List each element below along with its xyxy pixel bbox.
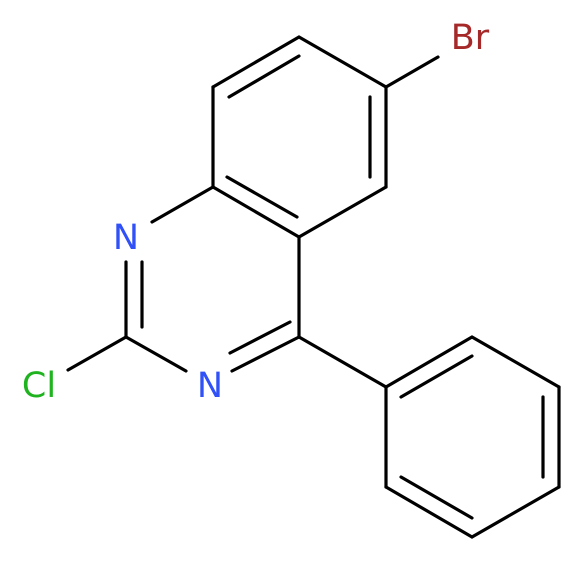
bond-n3-c4: [230, 335, 301, 373]
bonds: [66, 35, 561, 539]
bond-ph2-ph3: [470, 335, 561, 389]
bond-ph1-ph2: [384, 335, 474, 389]
bond-c5-c4a: [211, 185, 301, 239]
atom-n1: N: [113, 218, 139, 258]
atom-n3: N: [197, 366, 223, 406]
bond-c2-cl: [66, 335, 128, 372]
bond-ph4-ph5: [470, 485, 561, 539]
bond-c8a-c8: [211, 35, 301, 89]
bond-c6-c5: [297, 185, 388, 239]
bond-c4-phenyl: [297, 335, 388, 389]
bond-c7-br: [384, 55, 440, 89]
bond-n3-c4-inner: [228, 320, 292, 355]
bond-c5-c4a-inner: [225, 175, 299, 219]
atom-br: Br: [451, 18, 490, 58]
bond-c8a-c8-inner: [227, 54, 301, 99]
bond-ph5-ph6-inner: [399, 475, 474, 520]
bond-c4a-n1: [150, 185, 215, 224]
bond-ph5-ph6: [384, 485, 474, 539]
bond-c2-n3: [124, 335, 188, 373]
atom-labels: Br N N Cl: [22, 18, 490, 406]
atom-cl: Cl: [22, 366, 56, 406]
bond-c8-c7: [297, 35, 388, 89]
bond-ph1-ph2-inner: [399, 354, 474, 399]
